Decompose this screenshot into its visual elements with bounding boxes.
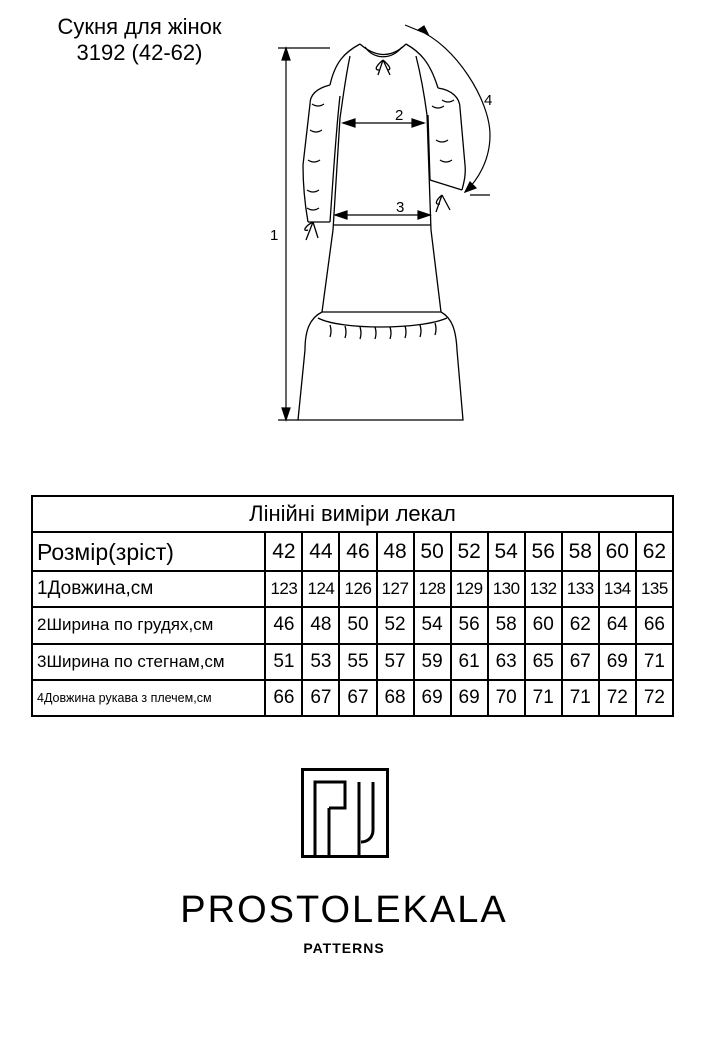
dress-sketch: 1 2 3 4 xyxy=(270,24,492,422)
value-cell: 72 xyxy=(634,678,675,718)
size-cell: 50 xyxy=(412,531,452,572)
value-cell: 55 xyxy=(338,642,378,681)
size-cell: 54 xyxy=(486,531,526,572)
value-cell: 70 xyxy=(486,678,526,718)
size-cell: 52 xyxy=(449,531,489,572)
value-cell: 46 xyxy=(264,606,304,645)
row-label-sleeve: 4Довжина рукава з плечем,см xyxy=(30,678,267,718)
value-cell: 68 xyxy=(375,678,415,718)
table-row: 2Ширина по грудях,см 46 48 50 52 54 56 5… xyxy=(30,606,675,645)
table-row: 3Ширина по стегнам,см 51 53 55 57 59 61 … xyxy=(30,642,675,681)
value-cell: 50 xyxy=(338,606,378,645)
value-cell: 67 xyxy=(338,678,378,718)
value-cell: 53 xyxy=(301,642,341,681)
size-cell: 60 xyxy=(597,531,637,572)
size-cell: 56 xyxy=(523,531,563,572)
value-cell: 69 xyxy=(449,678,489,718)
size-cell: 62 xyxy=(634,531,675,572)
row-label-hip: 3Ширина по стегнам,см xyxy=(30,642,267,681)
value-cell: 133 xyxy=(560,569,600,609)
value-cell: 135 xyxy=(634,569,675,609)
size-cell: 58 xyxy=(560,531,600,572)
value-cell: 66 xyxy=(634,606,675,645)
row-label-length: 1Довжина,см xyxy=(30,569,267,609)
value-cell: 62 xyxy=(560,606,600,645)
value-cell: 67 xyxy=(301,678,341,718)
value-cell: 130 xyxy=(486,569,526,609)
row-label-chest: 2Ширина по грудях,см xyxy=(30,606,267,645)
brand-tagline: PATTERNS xyxy=(303,940,385,956)
document-title: Сукня для жінок 3192 (42-62) xyxy=(22,14,257,66)
value-cell: 71 xyxy=(560,678,600,718)
value-cell: 123 xyxy=(264,569,304,609)
dimension-label-hip: 3 xyxy=(396,199,404,216)
value-cell: 59 xyxy=(412,642,452,681)
value-cell: 124 xyxy=(301,569,341,609)
title-code: 3192 (42-62) xyxy=(76,40,203,65)
value-cell: 60 xyxy=(523,606,563,645)
value-cell: 64 xyxy=(597,606,637,645)
brand-logo-icon xyxy=(301,768,389,858)
table-row: Розмір(зріст) 42 44 46 48 50 52 54 56 58… xyxy=(30,531,675,572)
value-cell: 48 xyxy=(301,606,341,645)
value-cell: 58 xyxy=(486,606,526,645)
value-cell: 132 xyxy=(523,569,563,609)
value-cell: 71 xyxy=(634,642,675,681)
measurements-table: Лінійні виміри лекал Розмір(зріст) 42 44… xyxy=(30,495,675,718)
value-cell: 69 xyxy=(597,642,637,681)
value-cell: 127 xyxy=(375,569,415,609)
table-row: 4Довжина рукава з плечем,см 66 67 67 68 … xyxy=(30,678,675,718)
value-cell: 63 xyxy=(486,642,526,681)
size-cell: 42 xyxy=(264,531,304,572)
value-cell: 57 xyxy=(375,642,415,681)
value-cell: 71 xyxy=(523,678,563,718)
value-cell: 51 xyxy=(264,642,304,681)
value-cell: 128 xyxy=(412,569,452,609)
value-cell: 134 xyxy=(597,569,637,609)
value-cell: 72 xyxy=(597,678,637,718)
size-cell: 48 xyxy=(375,531,415,572)
value-cell: 129 xyxy=(449,569,489,609)
value-cell: 126 xyxy=(338,569,378,609)
value-cell: 61 xyxy=(449,642,489,681)
row-label-size: Розмір(зріст) xyxy=(30,531,267,572)
table-caption: Лінійні виміри лекал xyxy=(31,495,674,533)
value-cell: 52 xyxy=(375,606,415,645)
brand-name: PROSTOLEKALA xyxy=(180,889,508,931)
dimension-label-sleeve: 4 xyxy=(484,92,492,109)
table-row: 1Довжина,см 123 124 126 127 128 129 130 … xyxy=(30,569,675,609)
value-cell: 56 xyxy=(449,606,489,645)
value-cell: 54 xyxy=(412,606,452,645)
value-cell: 69 xyxy=(412,678,452,718)
size-cell: 44 xyxy=(301,531,341,572)
dimension-label-chest: 2 xyxy=(395,107,403,124)
size-cell: 46 xyxy=(338,531,378,572)
dimension-label-length: 1 xyxy=(270,227,278,244)
title-name: Сукня для жінок xyxy=(57,14,222,39)
value-cell: 67 xyxy=(560,642,600,681)
value-cell: 66 xyxy=(264,678,304,718)
value-cell: 65 xyxy=(523,642,563,681)
